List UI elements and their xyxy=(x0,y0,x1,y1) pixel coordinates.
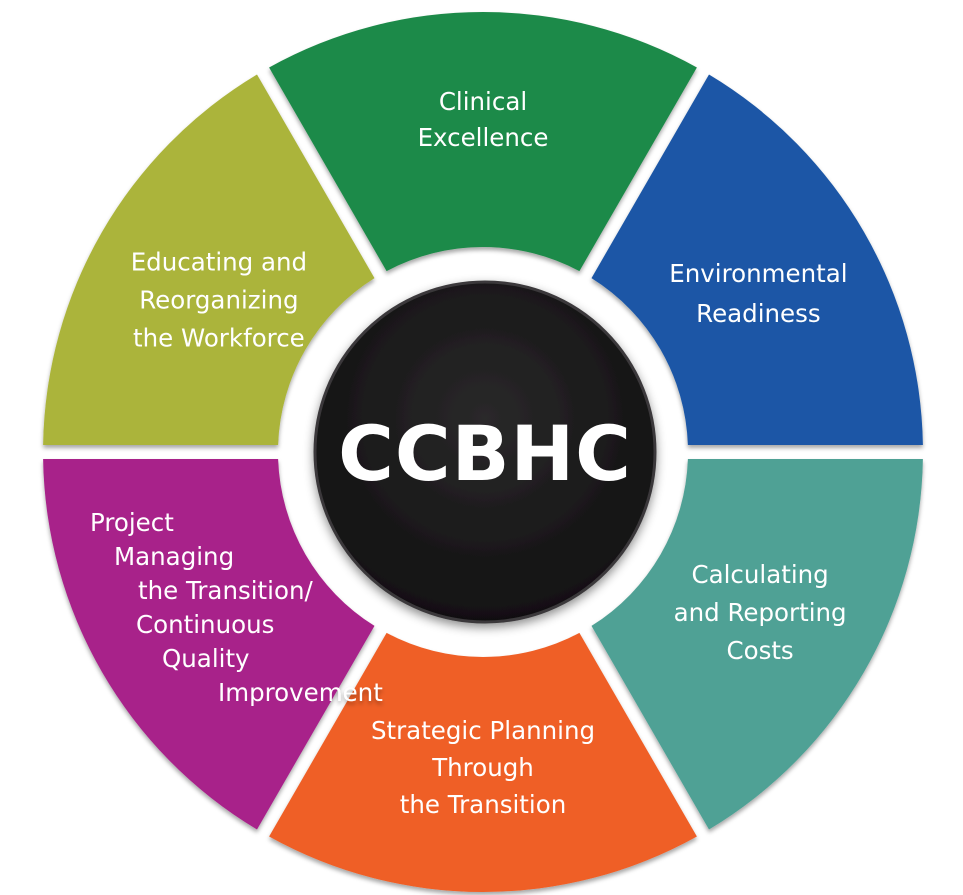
segment-label-line: Improvement xyxy=(218,678,383,707)
segment-label-line: Costs xyxy=(726,636,793,665)
segment-shape xyxy=(269,632,697,892)
segment-label-line: Environmental xyxy=(669,259,847,288)
segment-label-line: Reorganizing xyxy=(139,286,298,315)
segment-label-line: Strategic Planning xyxy=(371,716,595,745)
segment-label-line: Project xyxy=(90,508,174,537)
segments-layer: ClinicalExcellenceEnvironmentalReadiness… xyxy=(43,12,923,892)
segment-shape xyxy=(591,459,923,830)
segment-label-line: Calculating xyxy=(691,560,828,589)
segment-label-line: Quality xyxy=(162,644,250,673)
segment-label-line: the Workforce xyxy=(133,324,305,353)
segment-label-line: Managing xyxy=(114,542,234,571)
segment-label-line: the Transition xyxy=(400,790,566,819)
segment-shape xyxy=(43,459,375,830)
segment-label-line: Clinical xyxy=(439,87,527,116)
segment-label-line: Readiness xyxy=(696,299,821,328)
segment-label-line: the Transition/ xyxy=(138,576,313,605)
segment-label-line: and Reporting xyxy=(674,598,847,627)
segment-label-line: Through xyxy=(431,753,534,782)
segment-label-line: Continuous xyxy=(136,610,274,639)
hub-circle xyxy=(313,280,657,624)
hub: CCBHC xyxy=(313,280,657,624)
segment-shape xyxy=(269,12,697,272)
segment-shape xyxy=(43,74,375,445)
segment-label-line: Excellence xyxy=(418,123,549,152)
segment-shape xyxy=(591,74,923,445)
segment-label-line: Educating and xyxy=(131,248,307,277)
hub-label: CCBHC xyxy=(338,409,632,498)
